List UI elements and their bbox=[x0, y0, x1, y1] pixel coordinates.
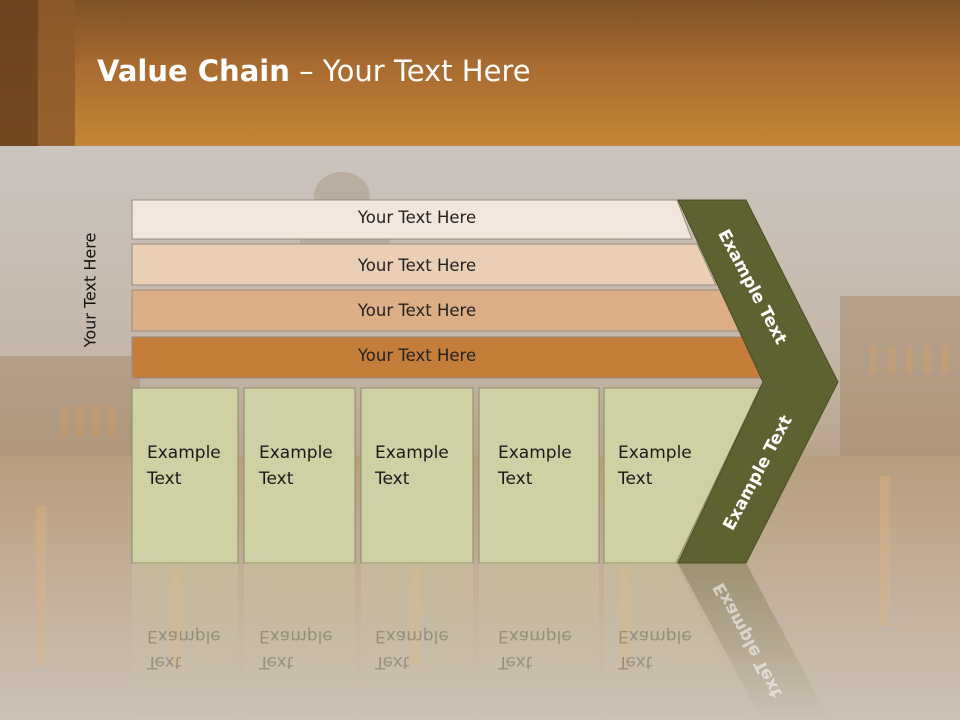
band-4-label: Your Text Here bbox=[357, 346, 477, 365]
box-5-line-2: Text bbox=[618, 469, 653, 489]
box-3-line-1: Example bbox=[375, 443, 449, 463]
box-4-line-1: Example bbox=[498, 443, 572, 463]
activity-box-4 bbox=[478, 387, 600, 564]
box-1-line-2: Text bbox=[147, 469, 182, 489]
box-2-line-2: Text bbox=[259, 469, 294, 489]
box-1-line-1: Example bbox=[147, 443, 221, 463]
title-bar: Value Chain – Your Text Here bbox=[0, 0, 960, 146]
band-2 bbox=[131, 243, 717, 286]
band-1-label: Your Text Here bbox=[357, 208, 477, 227]
band-1 bbox=[131, 199, 693, 240]
activity-box-2 bbox=[243, 387, 356, 564]
box-3-line-2: Text bbox=[375, 469, 410, 489]
slide-title: Value Chain – Your Text Here bbox=[97, 54, 531, 88]
header-accent-dark bbox=[0, 0, 38, 146]
reflection bbox=[132, 563, 830, 720]
band-2-label: Your Text Here bbox=[357, 256, 477, 275]
band-3-label: Your Text Here bbox=[357, 301, 477, 320]
activity-box-1 bbox=[131, 387, 239, 564]
box-5-line-1: Example bbox=[618, 443, 692, 463]
box-4-line-2: Text bbox=[498, 469, 533, 489]
title-rest: – Your Text Here bbox=[289, 54, 531, 88]
activity-box-3 bbox=[360, 387, 474, 564]
box-2-line-1: Example bbox=[259, 443, 333, 463]
title-bold: Value Chain bbox=[97, 54, 290, 88]
header-accent-light bbox=[38, 0, 75, 146]
